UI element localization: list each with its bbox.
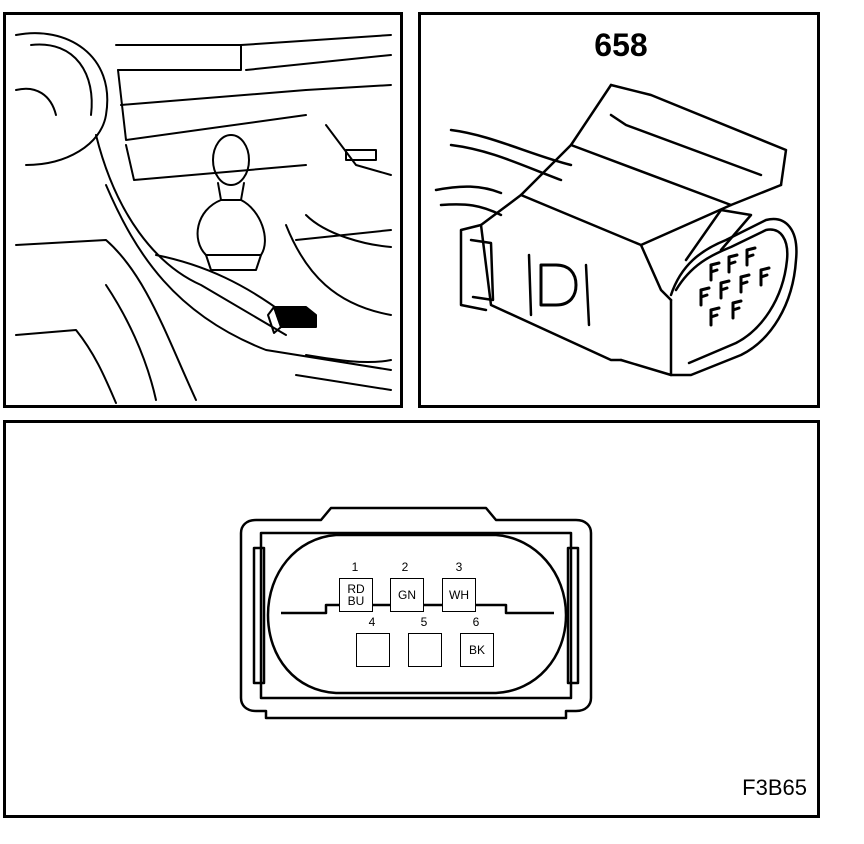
connector-3d-drawing (434, 83, 798, 377)
pin-1-number: 1 (351, 560, 359, 574)
console-drawing (15, 32, 392, 404)
pinout-panel: 1 2 3 4 5 6 RD BU GN WH BK F3B65 (3, 420, 820, 818)
pin-5-number: 5 (420, 615, 428, 629)
pin-1-wire-color: RD BU (339, 578, 373, 612)
pin-3-wire-color: WH (442, 578, 476, 612)
connector-number: 658 (594, 27, 648, 63)
console-location-illustration (3, 12, 403, 408)
connector-face-outline (239, 506, 593, 720)
pin-3-number: 3 (455, 560, 463, 574)
pin-4-number: 4 (368, 615, 376, 629)
pin-5-wire-color (408, 633, 442, 667)
connector-illustration-panel: 658 (418, 12, 820, 408)
figure-code: F3B65 (742, 775, 807, 800)
pin-6-number: 6 (472, 615, 480, 629)
pin-6-wire-color: BK (460, 633, 494, 667)
pin-2-wire-color: GN (390, 578, 424, 612)
pin-4-wire-color (356, 633, 390, 667)
pin-2-number: 2 (401, 560, 409, 574)
